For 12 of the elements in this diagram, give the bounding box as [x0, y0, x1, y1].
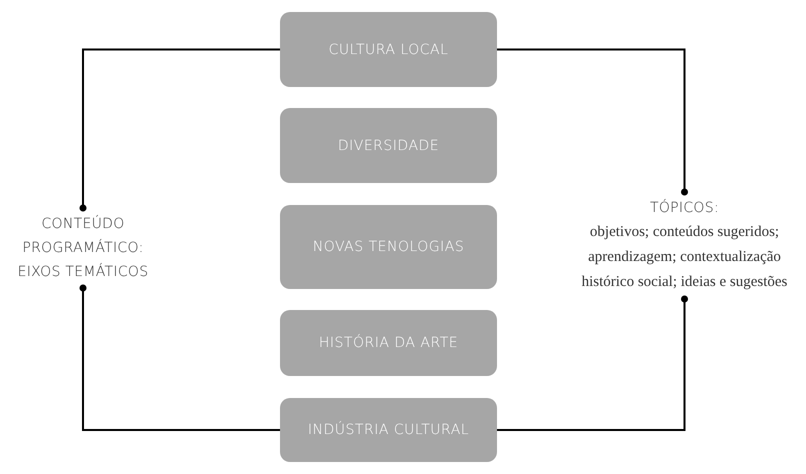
heading-text: TÓPICOS:: [649, 198, 720, 218]
topic-box: NOVAS TENOLOGIAS: [280, 205, 497, 289]
topic-box: INDÚSTRIA CULTURAL: [280, 398, 497, 462]
description-text: objetivos; conteúdos sugeridos; aprendizagem; contextualização histórico social; ideias e sugestões: [580, 223, 788, 292]
connector-line: [80, 284, 280, 431]
heading-text: CONTEÚDO PROGRAMÁTICO: EIXOS TEMÁTICOS: [16, 214, 150, 282]
connector-line: [497, 296, 688, 431]
topic-box: DIVERSIDADE: [280, 108, 497, 183]
connector-line: [497, 48, 688, 196]
topic-box: CULTURA LOCAL: [280, 12, 497, 87]
topic-box: HISTÓRIA DA ARTE: [280, 310, 497, 376]
connector-line: [80, 48, 280, 212]
